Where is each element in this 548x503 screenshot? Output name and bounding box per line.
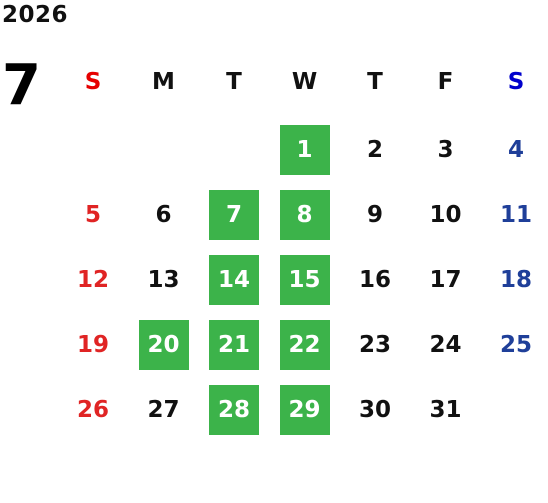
- day-cell-highlighted[interactable]: 29: [279, 385, 330, 435]
- day-cell-highlighted[interactable]: 1: [279, 125, 330, 175]
- day-cell-highlighted[interactable]: 15: [279, 255, 330, 305]
- day-cell[interactable]: 9: [366, 202, 383, 228]
- weekday-label: S: [507, 69, 525, 95]
- weekday-label: T: [367, 69, 383, 95]
- day-cell[interactable]: 13: [147, 267, 180, 293]
- weekday-label: M: [152, 69, 175, 95]
- day-cell[interactable]: 27: [147, 397, 180, 423]
- day-cell[interactable]: 3: [437, 137, 454, 163]
- day-cell-highlighted[interactable]: 20: [138, 320, 189, 370]
- day-cell[interactable]: 11: [499, 202, 532, 228]
- day-cell[interactable]: 2: [366, 137, 383, 163]
- day-cell-highlighted[interactable]: 21: [209, 320, 259, 370]
- day-cell-highlighted[interactable]: 7: [209, 190, 259, 240]
- day-cell[interactable]: 5: [84, 202, 101, 228]
- day-cell[interactable]: 16: [358, 267, 391, 293]
- day-cell[interactable]: 31: [429, 397, 462, 423]
- day-cell-highlighted[interactable]: 8: [279, 190, 330, 240]
- day-cell[interactable]: 25: [499, 332, 532, 358]
- day-cell[interactable]: 4: [507, 137, 524, 163]
- day-cell[interactable]: 12: [76, 267, 109, 293]
- day-cell-highlighted[interactable]: 28: [209, 385, 259, 435]
- day-cell[interactable]: 10: [429, 202, 462, 228]
- month-number: 7: [2, 53, 41, 118]
- day-cell[interactable]: 30: [358, 397, 391, 423]
- day-cell[interactable]: 26: [76, 397, 109, 423]
- weekday-label: S: [84, 69, 102, 95]
- day-cell[interactable]: 18: [499, 267, 532, 293]
- day-cell[interactable]: 6: [155, 202, 172, 228]
- weekday-label: T: [226, 69, 242, 95]
- year-label: 2026: [2, 2, 69, 28]
- day-cell-highlighted[interactable]: 22: [279, 320, 330, 370]
- weekday-label: F: [437, 69, 454, 95]
- day-cell[interactable]: 23: [358, 332, 391, 358]
- day-cell[interactable]: 24: [429, 332, 462, 358]
- day-cell[interactable]: 19: [76, 332, 109, 358]
- weekday-label: W: [291, 69, 318, 95]
- day-cell[interactable]: 17: [429, 267, 462, 293]
- day-cell-highlighted[interactable]: 14: [209, 255, 259, 305]
